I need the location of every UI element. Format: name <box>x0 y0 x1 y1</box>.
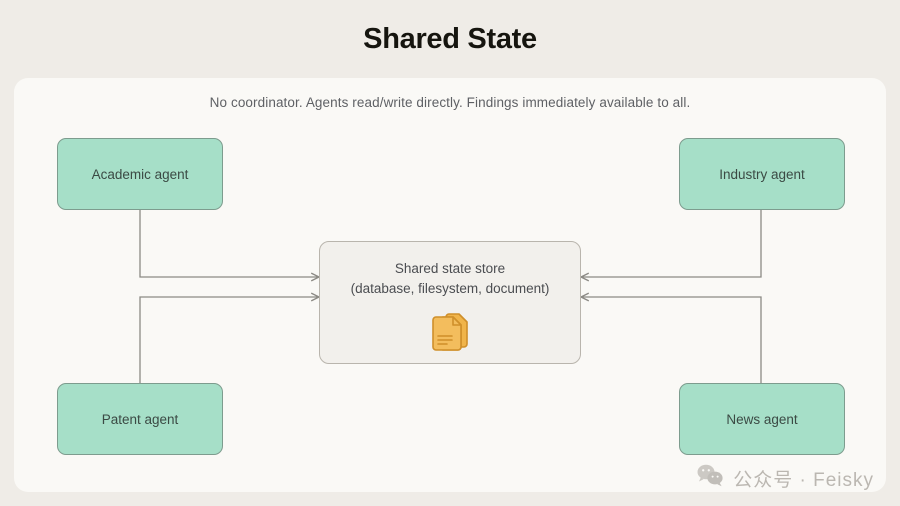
diagram-card: No coordinator. Agents read/write direct… <box>14 78 886 492</box>
agent-node-news-agent[interactable]: News agent <box>679 383 845 455</box>
agent-label: Industry agent <box>719 166 805 182</box>
wechat-icon <box>697 464 724 492</box>
diagram-subtitle: No coordinator. Agents read/write direct… <box>209 95 691 110</box>
shared-state-store-node[interactable]: Shared state store (database, filesystem… <box>319 241 581 364</box>
connector-store-news <box>580 292 766 419</box>
agent-node-industry-agent[interactable]: Industry agent <box>679 138 845 210</box>
agent-node-academic-agent[interactable]: Academic agent <box>57 138 223 210</box>
connector-store-patent <box>135 292 320 419</box>
agent-node-patent-agent[interactable]: Patent agent <box>57 383 223 455</box>
agent-label: News agent <box>726 411 798 427</box>
documents-icon <box>427 310 473 359</box>
agent-label: Patent agent <box>101 411 179 427</box>
store-subtitle: (database, filesystem, document) <box>350 281 550 296</box>
agent-label: Academic agent <box>91 166 189 182</box>
page-title: Shared State <box>363 22 537 55</box>
watermark: 公众号 · Feisky <box>697 464 874 492</box>
watermark-text: 公众号 · Feisky <box>733 469 874 491</box>
store-title: Shared state store <box>394 261 506 276</box>
